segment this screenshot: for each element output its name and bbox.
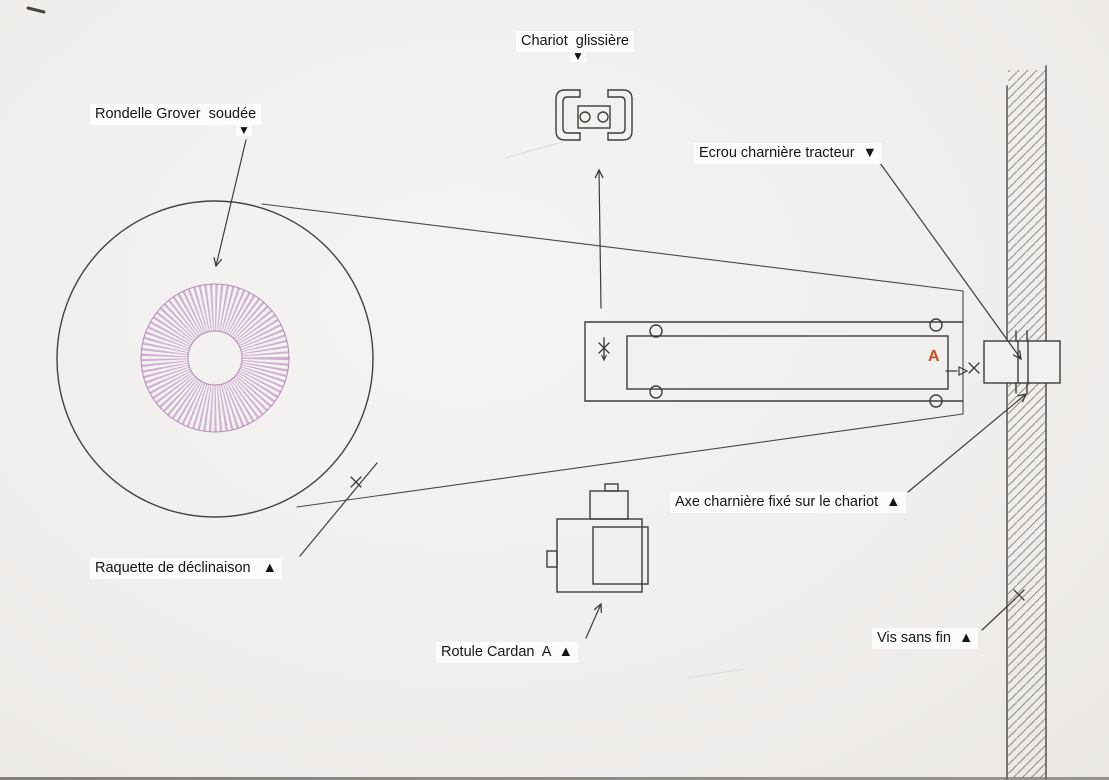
label-rotule-cardan: Rotule Cardan A ▲ bbox=[436, 642, 579, 664]
label-axe-charniere: Axe charnière fixé sur le chariot ▲ bbox=[670, 492, 906, 514]
cardan-joint bbox=[546, 483, 649, 593]
x-marks bbox=[350, 362, 1025, 601]
adjustment-mark bbox=[945, 366, 969, 376]
worm-screw-wall bbox=[1006, 65, 1047, 780]
label-vis-sans-fin: Vis sans fin ▲ bbox=[872, 628, 979, 650]
declination-wheel bbox=[56, 200, 374, 518]
paper-creases bbox=[504, 141, 745, 679]
slider-cross-section bbox=[555, 89, 633, 141]
label-rondelle-grover: Rondelle Grover soudée bbox=[90, 104, 262, 126]
label-chariot-glissiere: Chariot glissière bbox=[516, 31, 634, 53]
label-ecrou-charniere: Ecrou charnière tracteur ▼ bbox=[694, 143, 882, 165]
marker-rondelle-grover: ▼ bbox=[236, 123, 252, 137]
pointer-arrows bbox=[213, 139, 1028, 639]
label-point-a: A bbox=[928, 348, 941, 365]
label-raquette-declinaison: Raquette de déclinaison ▲ bbox=[90, 558, 283, 580]
slide-assembly bbox=[584, 318, 964, 408]
marker-chariot-glissiere: ▼ bbox=[570, 49, 586, 63]
traction-nut-block bbox=[983, 330, 1061, 394]
scan-artifacts bbox=[26, 6, 46, 14]
drive-belt-lines bbox=[261, 203, 964, 508]
scan-edge-bottom bbox=[0, 777, 1109, 780]
